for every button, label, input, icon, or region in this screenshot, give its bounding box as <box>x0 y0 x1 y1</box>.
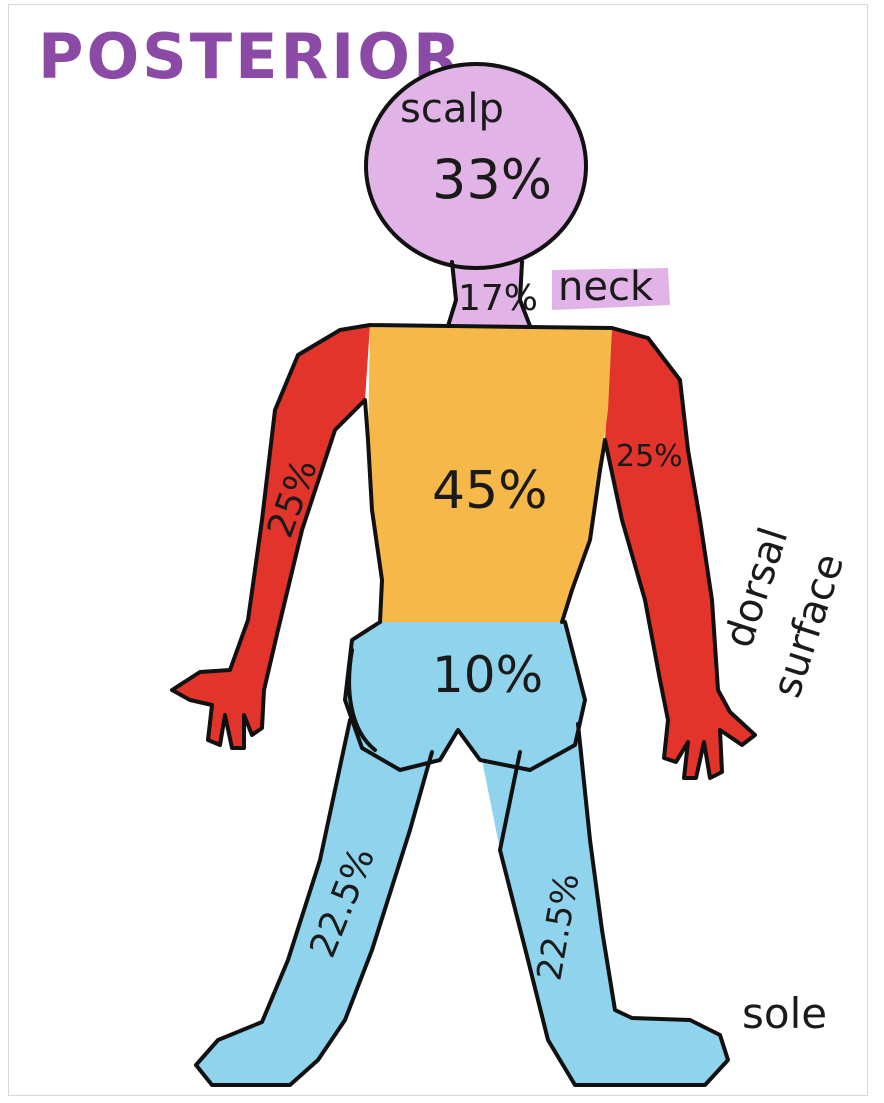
diagram-title: POSTERIOR <box>38 20 464 93</box>
buttocks-value: 10% <box>432 646 543 704</box>
left-arm <box>172 325 370 748</box>
right-arm-value: 25% <box>616 439 683 474</box>
scalp-label: scalp <box>400 86 504 132</box>
sole-label: sole <box>742 989 827 1038</box>
left-leg <box>196 720 432 1085</box>
scalp-value: 33% <box>432 148 552 211</box>
neck-value: 17% <box>458 278 538 319</box>
neck-label: neck <box>558 264 654 310</box>
torso-value: 45% <box>432 461 548 521</box>
